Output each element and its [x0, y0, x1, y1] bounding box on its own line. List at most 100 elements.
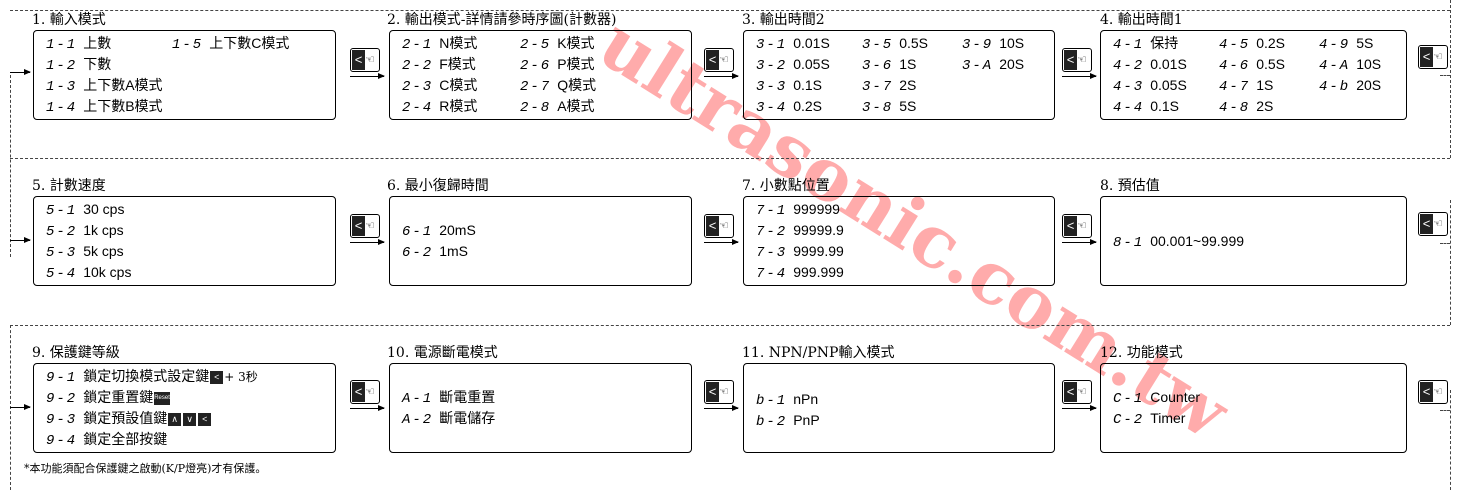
- section-title: 8. 預估值: [1100, 178, 1160, 194]
- next-arrow: [704, 405, 739, 411]
- chevron-left-icon: <: [1064, 216, 1077, 236]
- chevron-left-icon: <: [1420, 382, 1433, 402]
- flow-line: [1450, 390, 1451, 490]
- mode-left-button[interactable]: <☜: [350, 380, 380, 404]
- mode-left-button[interactable]: <☜: [704, 48, 734, 72]
- flow-line: [1440, 75, 1450, 76]
- section-title: 7. 小數點位置: [742, 178, 830, 194]
- next-arrow: [1062, 239, 1097, 245]
- down-key-icon: ∨: [183, 412, 197, 426]
- flow-line: [10, 10, 1450, 11]
- mode-left-button[interactable]: <☜: [1418, 212, 1448, 236]
- chevron-left-icon: <: [1064, 50, 1077, 70]
- mode-left-button[interactable]: <☜: [1062, 48, 1092, 72]
- section-title: 6. 最小復歸時間: [387, 178, 489, 194]
- flow-line: [10, 158, 1450, 159]
- next-arrow: [1062, 405, 1097, 411]
- flow-line: [1450, 200, 1451, 325]
- mode-left-button[interactable]: <☜: [1062, 380, 1092, 404]
- hand-press-icon: ☜: [719, 386, 729, 398]
- hand-press-icon: ☜: [719, 54, 729, 66]
- chevron-left-icon: <: [352, 382, 365, 402]
- flow-line: [1450, 0, 1451, 158]
- flow-line: [10, 325, 1450, 326]
- chevron-left-icon: <: [352, 216, 365, 236]
- mode-left-button[interactable]: <☜: [704, 380, 734, 404]
- hand-press-icon: ☜: [365, 386, 375, 398]
- reset-key-icon: Reset: [154, 391, 170, 405]
- mode-left-button[interactable]: <☜: [704, 214, 734, 238]
- chevron-left-icon: <: [706, 50, 719, 70]
- section-title: 12. 功能模式: [1100, 345, 1183, 361]
- chevron-left-key-icon: <: [210, 370, 224, 384]
- mode-left-button[interactable]: <☜: [1062, 214, 1092, 238]
- hand-press-icon: ☜: [365, 54, 375, 66]
- section-title: 1. 輸入模式: [32, 12, 106, 28]
- hand-press-icon: ☜: [1433, 51, 1443, 63]
- flow-line: [1440, 243, 1450, 244]
- hand-press-icon: ☜: [719, 220, 729, 232]
- chevron-left-icon: <: [352, 50, 365, 70]
- hand-press-icon: ☜: [1077, 54, 1087, 66]
- next-arrow: [350, 73, 385, 79]
- chevron-left-icon: <: [1064, 382, 1077, 402]
- entry-arrow: [10, 404, 31, 410]
- hand-press-icon: ☜: [1433, 218, 1443, 230]
- mode-left-button[interactable]: <☜: [350, 214, 380, 238]
- mode-left-button[interactable]: <☜: [350, 48, 380, 72]
- next-arrow: [704, 239, 739, 245]
- chevron-left-icon: <: [1420, 214, 1433, 234]
- entry-arrow: [10, 69, 31, 75]
- mode-left-button[interactable]: <☜: [1418, 45, 1448, 69]
- mode-left-button[interactable]: <☜: [1418, 380, 1448, 404]
- hand-press-icon: ☜: [1433, 386, 1443, 398]
